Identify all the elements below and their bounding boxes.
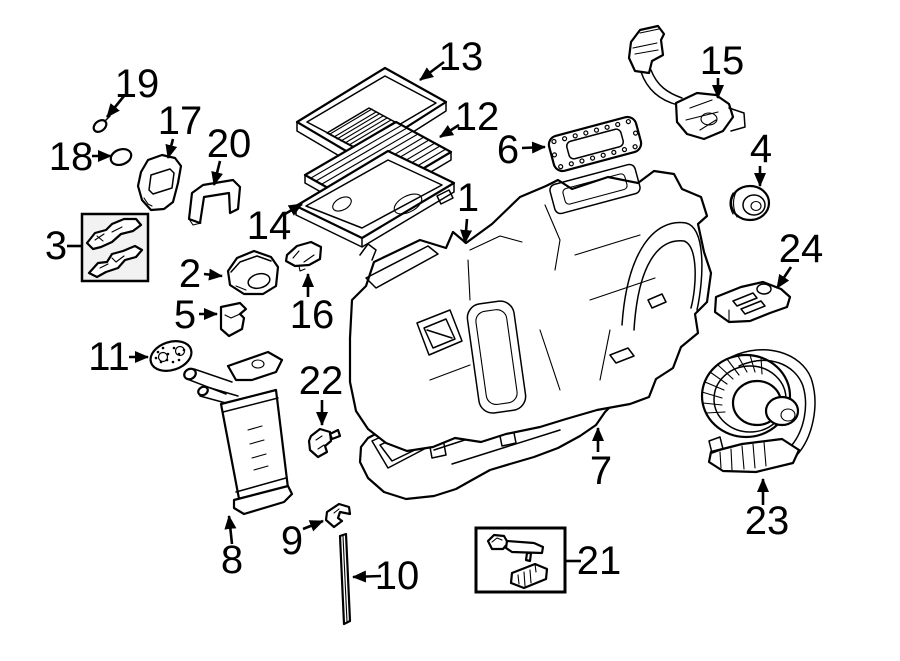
callout-10-arrow bbox=[352, 570, 382, 583]
part-1-main-housing bbox=[348, 163, 713, 459]
callout-1-arrow bbox=[460, 218, 473, 244]
callout-5-label: 5 bbox=[174, 293, 196, 337]
part-23-blower-motor bbox=[700, 349, 816, 474]
part-11-pipe-grommet-plate bbox=[149, 340, 193, 372]
callout-8-arrow bbox=[224, 515, 237, 545]
part-18-seal-oval bbox=[109, 147, 133, 167]
callout-19-arrow bbox=[105, 95, 126, 118]
callout-21-label: 21 bbox=[577, 539, 622, 583]
callout-9-arrow bbox=[302, 519, 324, 532]
callout-12-arrow bbox=[439, 123, 460, 139]
callout-22-label: 22 bbox=[299, 359, 344, 403]
callout-10-label: 10 bbox=[375, 554, 420, 598]
part-3-seal-kit-box bbox=[80, 212, 150, 283]
callout-14-arrow bbox=[284, 202, 303, 216]
part-2-actuator-cover bbox=[226, 249, 280, 296]
callout-2-arrow bbox=[203, 268, 223, 281]
callout-19-label: 19 bbox=[115, 62, 160, 106]
part-22-clip bbox=[307, 427, 342, 459]
callout-7-label: 7 bbox=[590, 449, 612, 493]
callout-12-label: 12 bbox=[455, 95, 500, 139]
callout-16-label: 16 bbox=[290, 293, 335, 337]
part-5-plate bbox=[219, 301, 248, 338]
callout-14-label: 14 bbox=[247, 204, 292, 248]
callout-3-label: 3 bbox=[45, 224, 67, 268]
callout-6-label: 6 bbox=[497, 128, 519, 172]
callout-15-label: 15 bbox=[700, 39, 745, 83]
part-20-support-bracket bbox=[187, 178, 242, 226]
callout-11-label: 11 bbox=[88, 335, 130, 379]
part-16-bracket bbox=[284, 240, 323, 272]
callout-13-label: 13 bbox=[439, 35, 484, 79]
callout-18-label: 18 bbox=[49, 135, 94, 179]
callout-4-label: 4 bbox=[750, 127, 772, 171]
callout-13-arrow bbox=[419, 60, 445, 82]
part-21-control-knob-box bbox=[474, 526, 567, 594]
callout-20-arrow bbox=[211, 160, 223, 186]
callout-20-label: 20 bbox=[207, 122, 252, 166]
part-15-sensor-harness bbox=[627, 24, 746, 141]
callout-23-label: 23 bbox=[745, 499, 790, 543]
part-8-heater-core bbox=[183, 350, 294, 516]
callout-17-label: 17 bbox=[158, 99, 203, 143]
callout-2-label: 2 bbox=[179, 252, 201, 296]
callout-1-label: 1 bbox=[457, 176, 479, 220]
callout-24-arrow bbox=[775, 266, 793, 289]
part-4-grommet bbox=[729, 184, 771, 222]
part-17-cover-plate bbox=[136, 153, 183, 212]
callout-17-arrow bbox=[165, 138, 178, 159]
part-10-seal-strip bbox=[338, 532, 352, 626]
callout-24-label: 24 bbox=[779, 227, 824, 271]
part-19-clip-ring bbox=[92, 115, 111, 133]
callout-8-label: 8 bbox=[221, 538, 243, 582]
part-24-resistor bbox=[713, 280, 792, 324]
callout-9-label: 9 bbox=[281, 519, 303, 563]
part-6-duct-seal bbox=[547, 115, 643, 173]
part-9-retainer-clip bbox=[324, 502, 352, 529]
callout-6-arrow bbox=[521, 141, 546, 154]
